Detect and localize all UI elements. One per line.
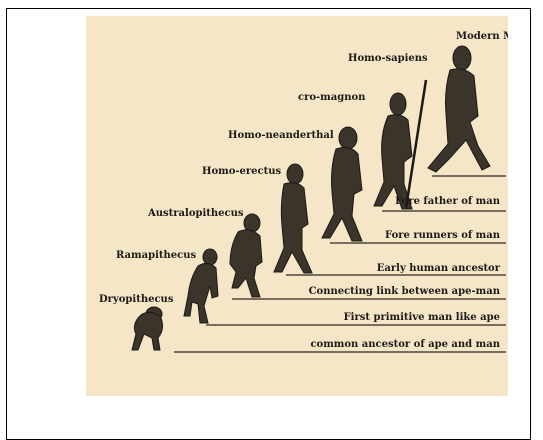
- desc-fore-runners: Fore runners of man: [385, 230, 501, 241]
- evolution-diagram: Modern Man Homo-sapiens cro-magnon Homo-…: [86, 16, 508, 396]
- figure-cro-magnon: [374, 80, 426, 209]
- figure-modern-man: [428, 46, 490, 172]
- desc-early-human: Early human ancestor: [377, 263, 501, 274]
- desc-common-ancestor: common ancestor of ape and man: [310, 339, 500, 350]
- diagram-panel: Modern Man Homo-sapiens cro-magnon Homo-…: [86, 16, 508, 396]
- desc-first-primitive: First primitive man like ape: [344, 312, 500, 323]
- label-modern-man: Modern Man: [456, 31, 508, 42]
- label-ramapithecus: Ramapithecus: [116, 250, 196, 261]
- label-cro-magnon: cro-magnon: [298, 92, 366, 103]
- figure-homo-erectus: [274, 164, 312, 273]
- desc-fore-father: Fore father of man: [395, 196, 501, 207]
- figure-dryopithecus: [132, 307, 163, 350]
- label-australopithecus: Australopithecus: [147, 208, 244, 219]
- label-homo-neanderthal: Homo-neanderthal: [228, 130, 334, 141]
- figure-homo-neanderthal: [322, 127, 362, 241]
- label-dryopithecus: Dryopithecus: [99, 294, 174, 305]
- label-homo-sapiens: Homo-sapiens: [348, 53, 428, 64]
- figure-australopithecus: [230, 214, 262, 297]
- desc-connecting-link: Connecting link between ape-man: [309, 286, 501, 297]
- label-homo-erectus: Homo-erectus: [202, 166, 281, 177]
